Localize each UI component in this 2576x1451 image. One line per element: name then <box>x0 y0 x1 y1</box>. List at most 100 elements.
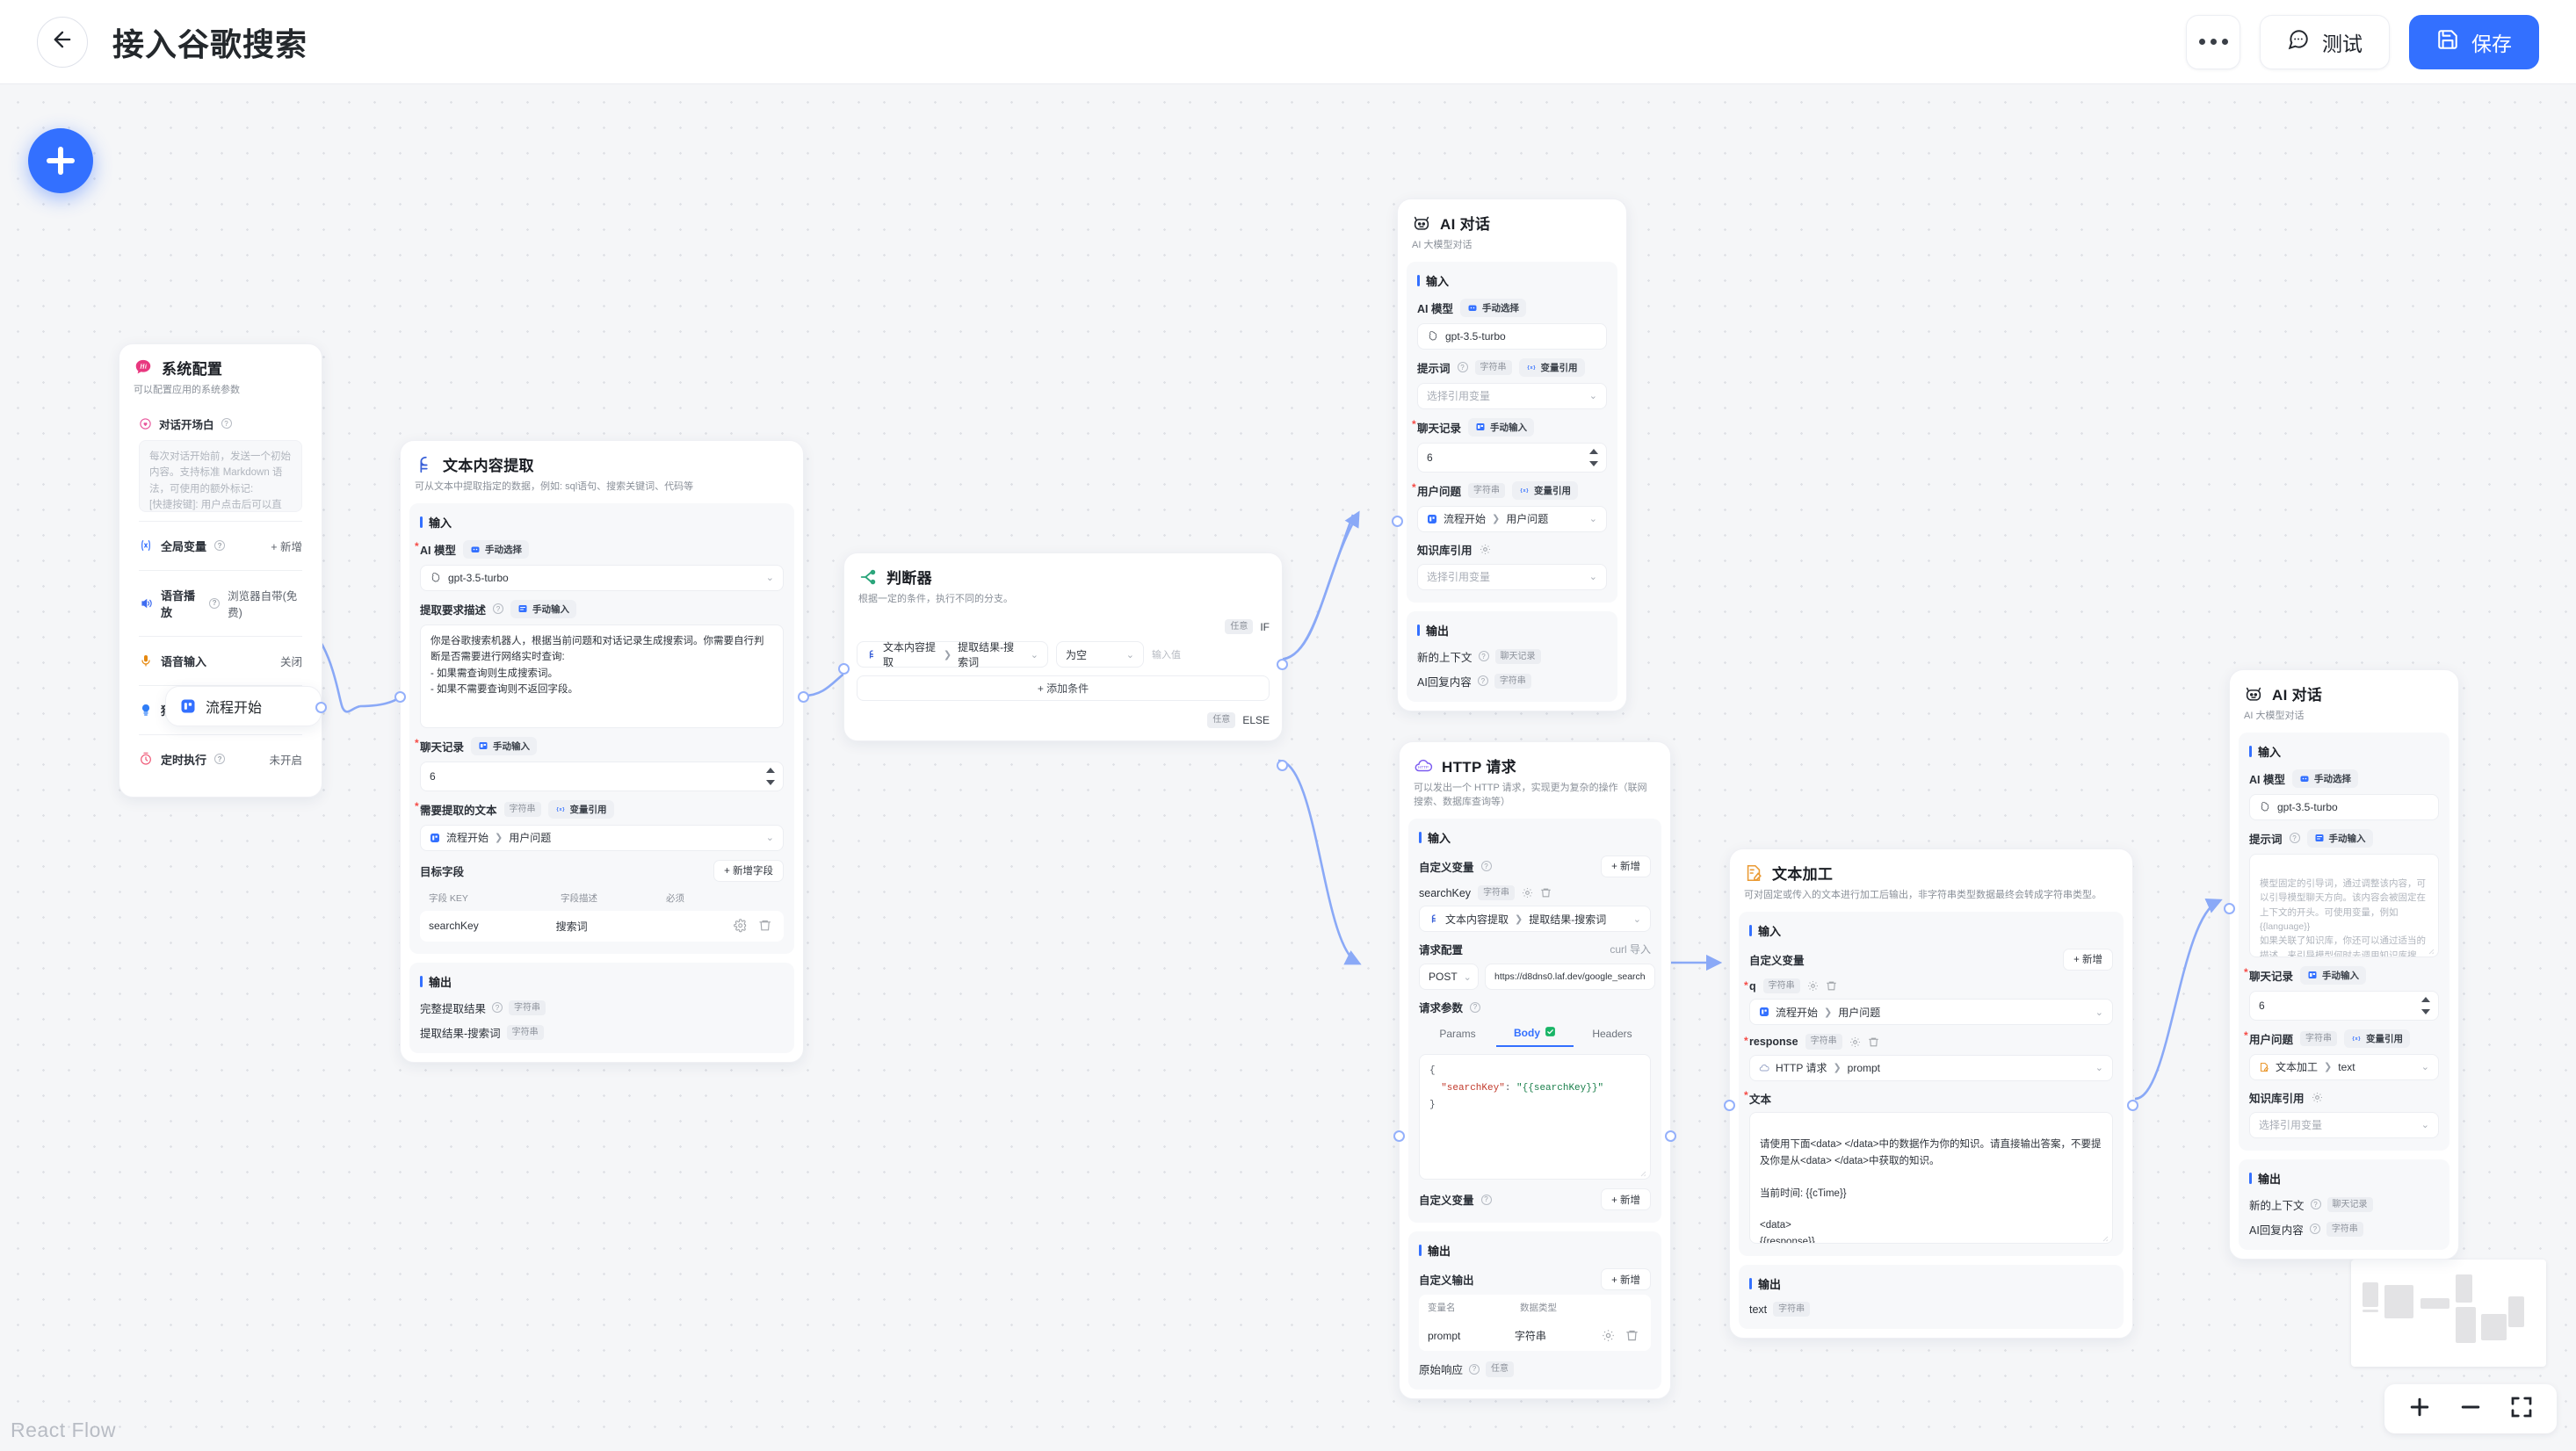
manual-select-chip[interactable]: 手动选择 <box>1459 298 1526 317</box>
delete-icon[interactable] <box>1868 1036 1879 1048</box>
manual-select-chip[interactable]: 手动选择 <box>462 539 529 559</box>
manual-input-chip[interactable]: 手动输入 <box>2306 828 2373 848</box>
stepper-up-icon[interactable] <box>766 767 775 773</box>
input-port[interactable] <box>1724 1100 1735 1111</box>
stepper-up-icon[interactable] <box>2421 996 2430 1002</box>
help-icon[interactable]: ? <box>1480 1194 1492 1205</box>
help-icon[interactable]: ? <box>1469 1363 1480 1375</box>
node-text-extract[interactable]: 文本内容提取 可从文本中提取指定的数据，例如: sql语句、搜索关键词、代码等 … <box>394 440 809 1063</box>
node-flow-start[interactable]: 流程开始 <box>165 686 327 726</box>
history-count-input[interactable]: 6 <box>2249 990 2439 1021</box>
else-output-port[interactable] <box>1277 760 1288 771</box>
http-url-input[interactable]: https://d8dns0.laf.dev/google_search <box>1485 964 1655 991</box>
prompt-var-select[interactable]: 选择引用变量 ⌄ <box>1417 382 1607 409</box>
add-variable-button-2[interactable]: + 新增 <box>1601 1188 1651 1211</box>
table-row[interactable]: searchKey 搜索词 <box>420 910 784 942</box>
help-icon[interactable]: ? <box>221 418 232 430</box>
config-row-scheduler[interactable]: 定时执行 ? 未开启 <box>139 743 302 776</box>
gear-icon[interactable] <box>2312 1092 2323 1103</box>
zoom-out-button[interactable] <box>2448 1386 2493 1432</box>
manual-input-chip[interactable]: 手动输入 <box>1468 417 1535 437</box>
add-condition-button[interactable]: + 添加条件 <box>857 675 1270 702</box>
help-icon[interactable]: ? <box>1477 675 1488 687</box>
help-icon[interactable]: ? <box>1470 1001 1481 1013</box>
condition-value-input[interactable]: 输入值 <box>1152 650 1181 661</box>
tab-params[interactable]: Params <box>1439 1028 1476 1041</box>
config-row-global-vars[interactable]: 全局变量 ? + 新增 <box>139 530 302 562</box>
kb-select[interactable]: 选择引用变量 ⌄ <box>1417 563 1607 590</box>
prompt-textarea[interactable]: 你是谷歌搜索机器人，根据当前问题和对话记录生成搜索词。你需要自行判断是否需要进行… <box>420 624 784 728</box>
http-method-select[interactable]: POST ⌄ <box>1419 964 1479 991</box>
body-code-editor[interactable]: { "searchKey": "{{searchKey}}" } <box>1419 1054 1651 1180</box>
config-row-voice-play[interactable]: 语音播放 ? 浏览器自带(免费) <box>139 579 302 628</box>
if-logic-tag[interactable]: 任意 <box>1225 618 1254 635</box>
help-icon[interactable]: ? <box>214 540 226 552</box>
condition-operator-select[interactable]: 为空 ⌄ <box>1056 641 1144 668</box>
delete-icon[interactable] <box>1540 887 1552 899</box>
stepper-up-icon[interactable] <box>1589 448 1598 454</box>
condition-variable-select[interactable]: 文本内容提取 ❯ 提取结果-搜索词 ⌄ <box>857 641 1048 668</box>
manual-input-chip[interactable]: 手动输入 <box>510 599 577 618</box>
input-port[interactable] <box>1392 516 1403 527</box>
question-var-select[interactable]: 流程开始 ❯ 用户问题 ⌄ <box>1417 505 1607 532</box>
question-var-select[interactable]: 文本加工 ❯ text ⌄ <box>2249 1053 2439 1080</box>
manual-input-chip[interactable]: 手动输入 <box>2300 965 2367 985</box>
delete-icon[interactable] <box>1826 980 1837 992</box>
var-ref-chip[interactable]: {x} 变量引用 <box>1512 480 1579 500</box>
node-ai-chat-right[interactable]: AI 对话 AI 大模型对话 输入 AI 模型 手动选择 gpt-3.5-tur… <box>2224 669 2459 1260</box>
variable-source-select[interactable]: 文本内容提取 ❯ 提取结果-搜索词 ⌄ <box>1419 906 1651 933</box>
help-icon[interactable]: ? <box>2289 833 2300 844</box>
flow-canvas[interactable]: React Flow Hi 系统配置 可以配置应用的系统参数 对话开场白 <box>0 84 2576 1451</box>
table-row[interactable]: prompt 字符串 <box>1419 1320 1651 1352</box>
output-port[interactable] <box>2127 1100 2138 1111</box>
help-icon[interactable]: ? <box>214 754 226 765</box>
manual-input-chip[interactable]: 手动输入 <box>471 736 538 755</box>
resize-grip-icon[interactable] <box>1638 1167 1646 1177</box>
config-row-voice-input[interactable]: 语音输入 关闭 <box>139 645 302 677</box>
output-port[interactable] <box>798 691 809 703</box>
help-icon[interactable]: ? <box>1457 362 1468 373</box>
gear-icon[interactable] <box>1807 980 1819 992</box>
variable-source-select[interactable]: 流程开始 ❯ 用户问题 ⌄ <box>1749 999 2113 1026</box>
if-output-port[interactable] <box>1277 659 1288 670</box>
manual-select-chip[interactable]: 手动选择 <box>2291 769 2358 788</box>
output-port[interactable] <box>1665 1130 1676 1142</box>
gear-icon[interactable] <box>1480 544 1491 555</box>
stepper-down-icon[interactable] <box>1589 460 1598 466</box>
help-icon[interactable]: ? <box>493 603 504 615</box>
variable-source-select-2[interactable]: HTTP 请求 ❯ prompt ⌄ <box>1749 1054 2113 1081</box>
node-text-process[interactable]: 文本加工 可对固定或传入的文本进行加工后输出，非字符串类型数据最终会转成字符串类… <box>1724 848 2138 1339</box>
help-icon[interactable]: ? <box>1478 651 1489 662</box>
stepper-down-icon[interactable] <box>766 779 775 785</box>
opening-textarea[interactable]: 每次对话开始前，发送一个初始内容。支持标准 Markdown 语法，可使用的额外… <box>139 439 302 512</box>
gear-icon[interactable] <box>1849 1036 1861 1048</box>
help-icon[interactable]: ? <box>209 597 221 609</box>
back-button[interactable] <box>37 16 88 68</box>
kb-select[interactable]: 选择引用变量 ⌄ <box>2249 1111 2439 1138</box>
add-node-button[interactable] <box>28 128 93 193</box>
history-count-input[interactable]: 6 <box>420 761 784 791</box>
config-action[interactable]: + 新增 <box>271 540 302 553</box>
history-count-input[interactable]: 6 <box>1417 442 1607 473</box>
curl-import-button[interactable]: curl 导入 <box>1610 943 1651 957</box>
help-icon[interactable]: ? <box>2310 1199 2321 1210</box>
gear-icon[interactable] <box>1522 887 1533 899</box>
stepper-down-icon[interactable] <box>2421 1008 2430 1014</box>
input-port[interactable] <box>1393 1130 1405 1142</box>
add-field-button[interactable]: + 新增字段 <box>713 859 784 882</box>
more-options-button[interactable] <box>2186 14 2240 69</box>
add-variable-button[interactable]: + 新增 <box>2063 948 2113 971</box>
var-ref-chip[interactable]: {x} 变量引用 <box>2344 1029 2411 1048</box>
text-textarea[interactable]: 请使用下面<data> </data>中的数据作为你的知识。请直接输出答案，不要… <box>1749 1111 2113 1244</box>
node-ai-chat-top[interactable]: AI 对话 AI 大模型对话 输入 AI 模型 手动选择 gpt-3.5-tur… <box>1392 199 1627 711</box>
input-port[interactable] <box>2224 903 2235 914</box>
save-button[interactable]: 保存 <box>2409 14 2539 69</box>
var-ref-chip[interactable]: {x} 变量引用 <box>1518 357 1585 377</box>
tab-headers[interactable]: Headers <box>1592 1028 1632 1041</box>
delete-icon[interactable] <box>1625 1329 1639 1343</box>
input-port[interactable] <box>838 663 850 675</box>
minimap[interactable] <box>2351 1260 2546 1367</box>
text-source-select[interactable]: 流程开始 ❯ 用户问题 ⌄ <box>420 824 784 851</box>
input-port[interactable] <box>394 691 406 703</box>
fit-view-button[interactable] <box>2499 1386 2544 1432</box>
